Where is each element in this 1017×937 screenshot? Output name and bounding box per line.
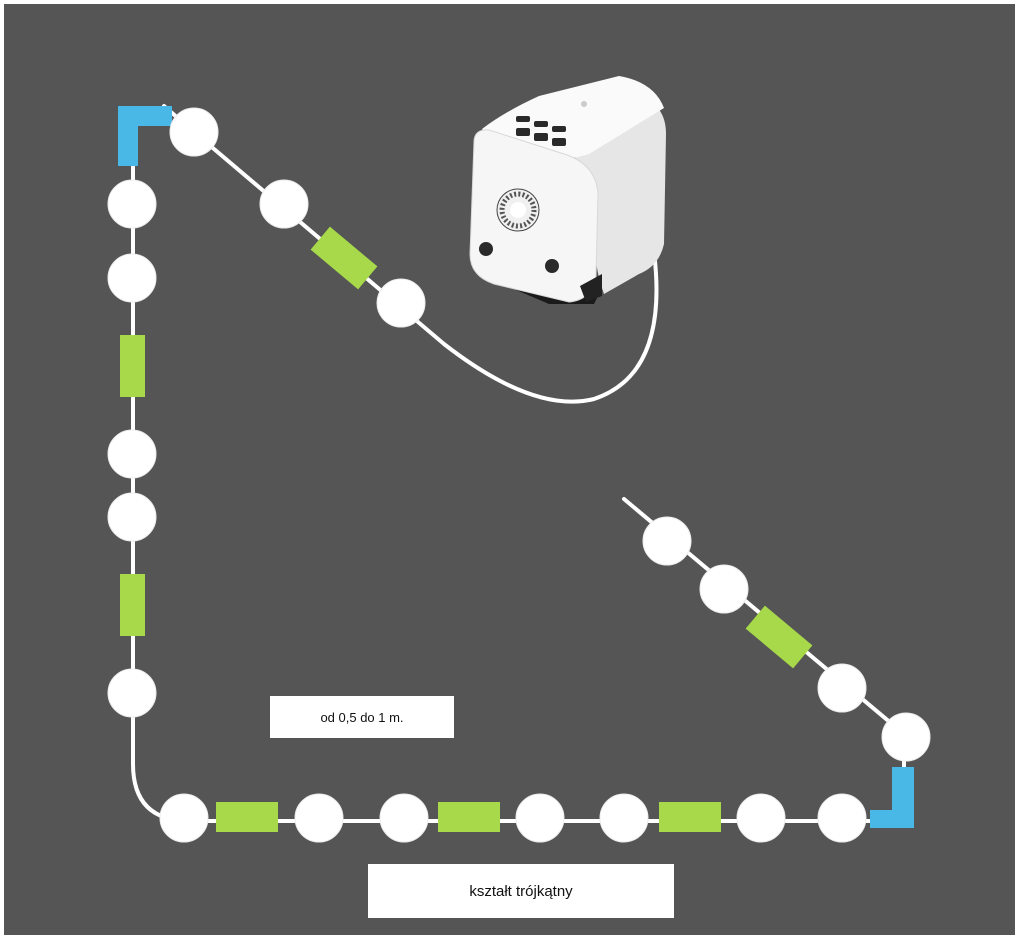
green-block-icon <box>120 574 145 636</box>
dot-marker-icon <box>107 429 157 479</box>
dot-marker-icon <box>379 793 429 843</box>
shape-label-text: kształt trójkątny <box>469 882 573 900</box>
dot-marker-icon <box>259 179 309 229</box>
green-block-icon <box>120 335 145 397</box>
distance-label: od 0,5 do 1 m. <box>270 696 454 738</box>
shape-label: kształt trójkątny <box>368 864 674 918</box>
dot-marker-icon <box>107 179 157 229</box>
dot-marker-icon <box>599 793 649 843</box>
dot-marker-icon <box>159 793 209 843</box>
dot-marker-icon <box>881 712 931 762</box>
robot-icon <box>469 76 666 304</box>
distance-label-text: od 0,5 do 1 m. <box>320 709 404 725</box>
green-block-icon <box>216 802 278 832</box>
dot-marker-icon <box>169 107 219 157</box>
dot-marker-icon <box>107 492 157 542</box>
corner-piece-icon <box>118 106 172 166</box>
dot-marker-icon <box>376 278 426 328</box>
dot-marker-icon <box>107 253 157 303</box>
green-block-icon <box>745 605 813 669</box>
dot-marker-icon <box>699 564 749 614</box>
track-top-diagonal <box>162 104 659 404</box>
dot-marker-icon <box>642 516 692 566</box>
green-block-icon <box>659 802 721 832</box>
dot-markers <box>107 107 931 843</box>
corner-piece-icon <box>870 767 914 828</box>
dot-marker-icon <box>817 663 867 713</box>
dot-marker-icon <box>107 668 157 718</box>
dot-marker-icon <box>736 793 786 843</box>
track-diagram <box>107 76 931 843</box>
green-blocks <box>120 226 813 832</box>
green-block-icon <box>438 802 500 832</box>
diagram-canvas: od 0,5 do 1 m. kształt trójkątny <box>4 4 1015 935</box>
dot-marker-icon <box>817 793 867 843</box>
green-block-icon <box>310 226 378 290</box>
dot-marker-icon <box>294 793 344 843</box>
dot-marker-icon <box>515 793 565 843</box>
